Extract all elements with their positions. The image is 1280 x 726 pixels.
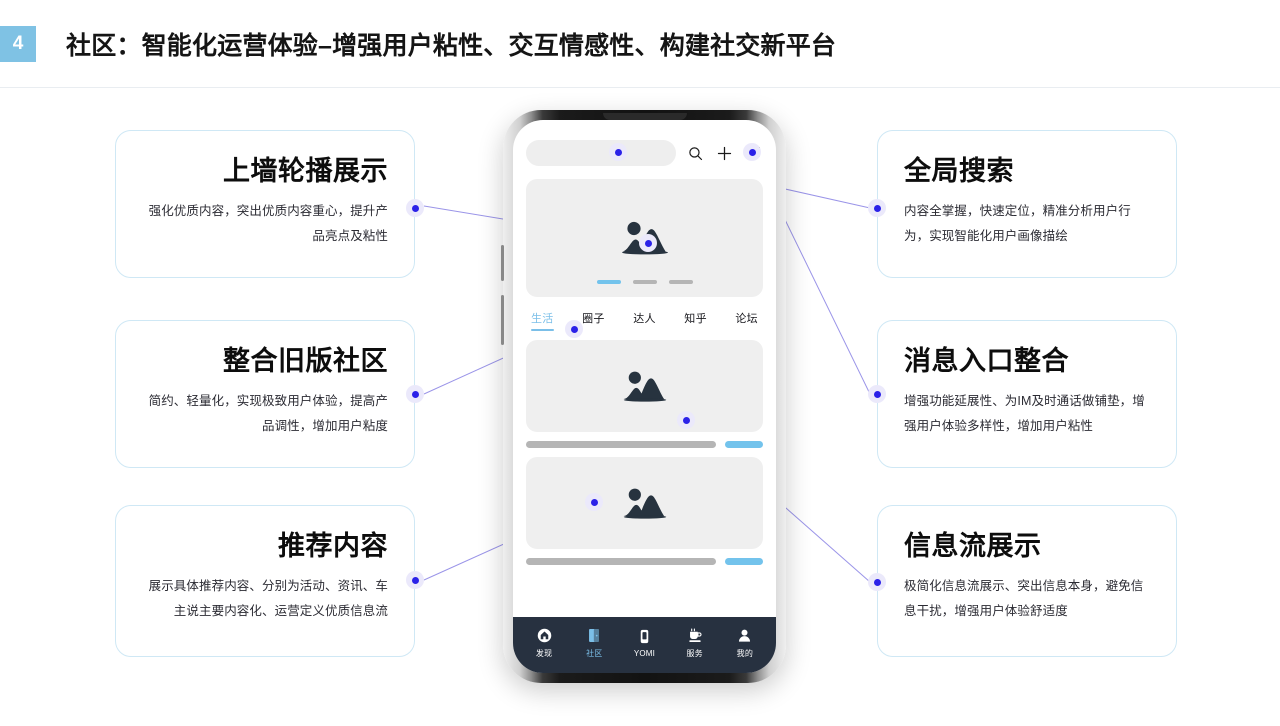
feed-item[interactable] [526, 340, 763, 448]
nav-item-discover[interactable]: 发现 [522, 628, 566, 659]
nav-item-mine[interactable]: 我的 [723, 628, 767, 659]
app-tab-bar: 生活 圈子 达人 知乎 论坛 [513, 297, 776, 331]
feed-title-bar [526, 441, 716, 448]
phone-screen: 生活 圈子 达人 知乎 论坛 [513, 120, 776, 673]
nav-label: 我的 [736, 648, 754, 658]
search-icon[interactable] [685, 143, 705, 163]
feed-meta-row [526, 441, 763, 448]
phone-volume-up-button[interactable] [501, 245, 504, 281]
tab-forum[interactable]: 论坛 [735, 313, 758, 325]
feature-card-title: 全局搜索 [904, 156, 1014, 186]
slide-header: 4 社区：智能化运营体验–增强用户粘性、交互情感性、构建社交新平台 [0, 0, 1280, 88]
feature-card-description: 内容全掌握，快速定位，精准分析用户行为，实现智能化用户画像描绘 [904, 204, 1131, 243]
feature-card-title: 整合旧版社区 [223, 346, 388, 376]
carousel-indicators[interactable] [596, 280, 693, 284]
feed-image-placeholder[interactable] [526, 340, 763, 432]
feature-card-message[interactable]: 消息入口整合 增强功能延展性、为IM及时通话做铺垫，增强用户体验多样性，增加用户… [877, 320, 1177, 468]
app-bottom-nav: 发现 社区 [513, 617, 776, 673]
feed-title-bar [526, 558, 716, 565]
carousel-dot[interactable] [596, 280, 621, 284]
feed-tag-pill [725, 558, 763, 565]
anchor-dot-message-icon [743, 143, 761, 161]
connector-dot-recommend [406, 571, 424, 589]
feature-card-description: 极简化信息流展示、突出信息本身，避免信息干扰，增强用户体验舒适度 [904, 579, 1144, 618]
feed-image-placeholder[interactable] [526, 457, 763, 549]
nav-label: 服务 [686, 648, 703, 658]
phone-volume-down-button[interactable] [501, 295, 504, 345]
person-icon [737, 628, 752, 644]
image-placeholder-icon [623, 488, 666, 519]
connector-dot-wall [406, 199, 424, 217]
nav-label: 社区 [586, 648, 603, 658]
feature-card-wall[interactable]: 上墙轮播展示 强化优质内容，突出优质内容重心，提升产品亮点及粘性 [115, 130, 415, 278]
search-input[interactable] [526, 140, 676, 166]
connector-dot-message [868, 385, 886, 403]
feed-meta-row [526, 558, 763, 565]
feature-card-description: 增强功能延展性、为IM及时通话做铺垫，增强用户体验多样性，增加用户粘性 [904, 394, 1145, 433]
feature-card-feed[interactable]: 信息流展示 极简化信息流展示、突出信息本身，避免信息干扰，增强用户体验舒适度 [877, 505, 1177, 657]
nav-label: YOMI [633, 648, 656, 658]
page-number-badge: 4 [0, 26, 36, 62]
nav-label: 发现 [535, 648, 553, 658]
image-placeholder-icon [623, 371, 666, 402]
connector-dot-search [868, 199, 886, 217]
anchor-dot-hero-image [639, 234, 657, 252]
anchor-dot-feed [677, 411, 695, 429]
feature-card-title: 上墙轮播展示 [223, 156, 388, 186]
tab-life[interactable]: 生活 [531, 310, 554, 331]
anchor-dot-tabs [565, 320, 583, 338]
tab-expert[interactable]: 达人 [633, 313, 656, 325]
anchor-dot-search-bar [609, 143, 627, 161]
feature-card-recommend[interactable]: 推荐内容 展示具体推荐内容、分别为活动、资讯、车主说主要内容化、运营定义优质信息… [115, 505, 415, 657]
carousel-dot[interactable] [668, 280, 693, 284]
carousel-dot[interactable] [632, 280, 657, 284]
feed-item[interactable] [526, 457, 763, 565]
page-title: 社区：智能化运营体验–增强用户粘性、交互情感性、构建社交新平台 [66, 32, 837, 60]
feature-card-description: 强化优质内容，突出优质内容重心，提升产品亮点及粘性 [148, 204, 388, 243]
feature-card-title: 推荐内容 [278, 531, 388, 561]
feature-card-title: 消息入口整合 [904, 346, 1069, 376]
feature-card-description: 简约、轻量化，实现极致用户体验，提高产品调性，增加用户粘度 [148, 394, 388, 433]
anchor-dot-recommend-feed [585, 493, 603, 511]
feature-card-search[interactable]: 全局搜索 内容全掌握，快速定位，精准分析用户行为，实现智能化用户画像描绘 [877, 130, 1177, 278]
nav-item-community[interactable]: 社区 [572, 628, 616, 659]
plus-icon[interactable] [714, 143, 734, 163]
tab-circle[interactable]: 圈子 [582, 313, 605, 325]
phone-mockup: 生活 圈子 达人 知乎 论坛 [501, 110, 786, 683]
feature-card-legacy[interactable]: 整合旧版社区 简约、轻量化，实现极致用户体验，提高产品调性，增加用户粘度 [115, 320, 415, 468]
device-icon [639, 629, 650, 645]
header-divider [0, 87, 1280, 88]
service-icon [687, 628, 703, 644]
feature-card-title: 信息流展示 [904, 531, 1042, 561]
connector-dot-feed [868, 573, 886, 591]
home-icon [537, 628, 552, 644]
phone-notch [602, 113, 687, 120]
app-top-bar [513, 120, 776, 166]
nav-item-yomi[interactable]: YOMI [622, 629, 666, 658]
feed-tag-pill [725, 441, 763, 448]
nav-item-service[interactable]: 服务 [673, 628, 717, 659]
feature-card-description: 展示具体推荐内容、分别为活动、资讯、车主说主要内容化、运营定义优质信息流 [148, 579, 388, 618]
community-icon [587, 628, 601, 644]
connector-dot-legacy [406, 385, 424, 403]
tab-zhihu[interactable]: 知乎 [684, 313, 707, 325]
